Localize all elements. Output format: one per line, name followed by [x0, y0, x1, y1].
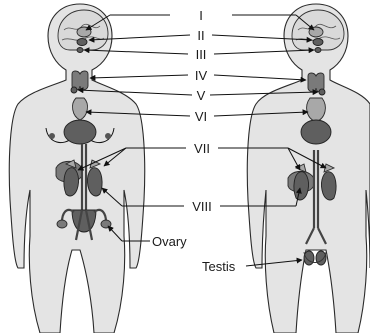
label-iii: III: [196, 47, 207, 62]
label-ii: II: [197, 28, 204, 43]
pointer-iv-left: [90, 75, 188, 78]
female-figure: [9, 4, 144, 333]
label-vii: VII: [194, 141, 210, 156]
male-pineal-gland: [309, 27, 323, 37]
label-i: I: [199, 8, 203, 23]
female-heart: [64, 120, 96, 144]
male-testis-right: [316, 251, 326, 265]
label-v: V: [197, 88, 206, 103]
label-iv: IV: [195, 68, 208, 83]
male-hypothalamus: [313, 39, 323, 46]
label-vi: VI: [195, 109, 207, 124]
male-heart: [301, 120, 331, 144]
male-kidney-right: [321, 172, 336, 200]
female-kidney-right: [87, 168, 102, 196]
label-ovary: Ovary: [152, 234, 187, 249]
female-hypothalamus: [77, 39, 87, 46]
labels: I II III IV V VI VII VIII Ovary Testis: [152, 8, 236, 274]
male-pituitary-gland: [315, 48, 321, 53]
pointer-iv-right: [214, 75, 306, 80]
male-body-outline: [247, 4, 370, 333]
male-kidney-left: [294, 172, 309, 200]
female-ovary-left: [57, 220, 67, 228]
female-pituitary-gland: [77, 48, 83, 53]
male-parathyroid-gland: [319, 89, 325, 95]
female-ovary-right: [101, 220, 111, 228]
female-parathyroid-gland: [71, 87, 77, 93]
male-testis-left: [304, 251, 314, 265]
female-kidney-left: [64, 168, 79, 196]
female-nipple-right: [105, 133, 111, 139]
male-figure: [247, 4, 370, 333]
label-testis: Testis: [202, 259, 236, 274]
female-nipple-left: [49, 133, 55, 139]
label-viii: VIII: [192, 199, 212, 214]
